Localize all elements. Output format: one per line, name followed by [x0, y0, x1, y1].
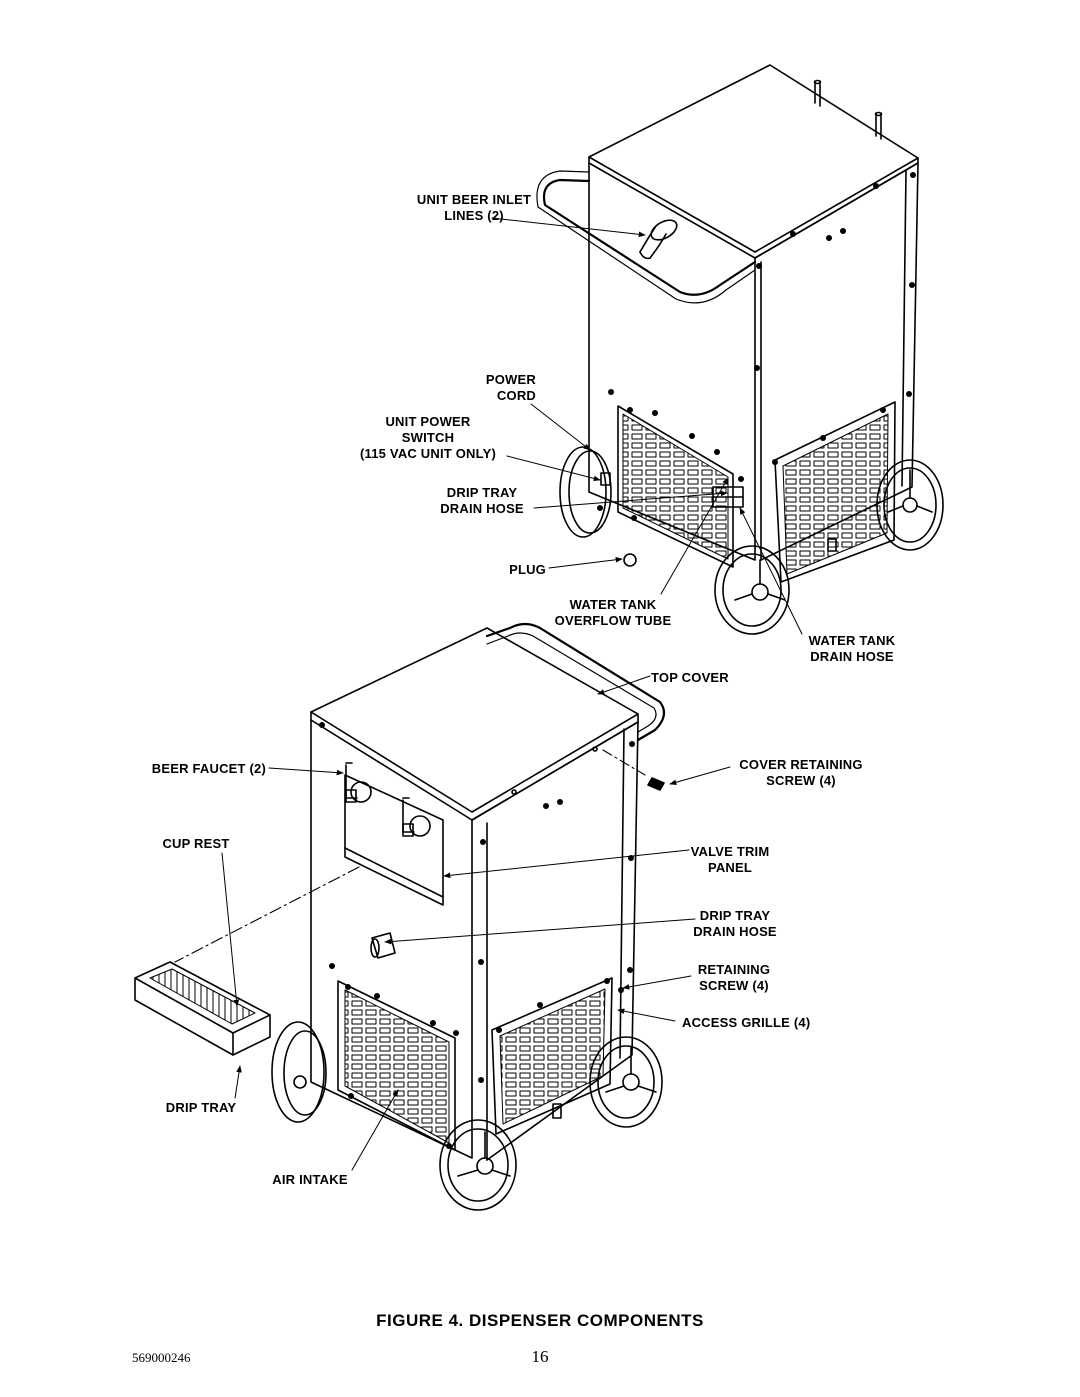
label-drip-tray-drain-hose-bottom: DRIP TRAY DRAIN HOSE [693, 908, 777, 939]
rear-access-grille [617, 405, 734, 568]
front-access-grille [337, 980, 456, 1151]
label-cup-rest: CUP REST [162, 836, 230, 851]
label-unit-power-switch: UNIT POWER SWITCH (115 VAC UNIT ONLY) [360, 414, 496, 461]
front-side-access-grille [491, 977, 613, 1135]
leader-lines [221, 217, 803, 1171]
front-top-cover [310, 627, 639, 813]
label-access-grille: ACCESS GRILLE (4) [682, 1015, 811, 1030]
faucet-left-drawing [345, 762, 372, 803]
label-water-tank-overflow-tube: WATER TANK OVERFLOW TUBE [554, 597, 672, 628]
label-water-tank-drain-hose: WATER TANK DRAIN HOSE [808, 633, 896, 664]
rear-top-cover [588, 64, 919, 253]
rear-handle [542, 178, 757, 296]
label-top-cover: TOP COVER [651, 670, 729, 685]
document-number: 569000246 [132, 1350, 191, 1365]
label-power-cord: POWER CORD [485, 372, 536, 403]
front-wheel-right [714, 545, 790, 635]
figure-title: FIGURE 4. DISPENSER COMPONENTS [376, 1311, 704, 1330]
valve-trim-panel [344, 774, 444, 906]
front-wheel-front-drawing [439, 1119, 517, 1211]
label-cover-retaining-screw: COVER RETAINING SCREW (4) [739, 757, 863, 788]
label-drip-tray-drain-hose-top: DRIP TRAY DRAIN HOSE [440, 485, 524, 516]
beer-inlet-lines-drawing [639, 219, 678, 260]
rear-view-unit [536, 64, 944, 635]
label-beer-faucet: BEER FAUCET (2) [151, 761, 266, 776]
page-number: 16 [531, 1347, 549, 1366]
label-retaining-screw: RETAINING SCREW (4) [697, 962, 771, 993]
drip-tray-drawing [134, 961, 271, 1056]
rear-wheel-left [559, 446, 612, 538]
side-access-grille [774, 401, 896, 583]
front-handle [485, 622, 666, 742]
front-face [310, 719, 473, 1159]
cover-screw-drawing [647, 777, 665, 791]
faucet-right-drawing [402, 797, 431, 837]
label-valve-trim-panel: VALVE TRIM PANEL [690, 844, 770, 875]
label-drip-tray: DRIP TRAY [165, 1100, 237, 1115]
front-side-face [471, 721, 639, 1161]
front-wheel-right-drawing [589, 1036, 663, 1128]
label-plug: PLUG [509, 562, 546, 577]
label-air-intake: AIR INTAKE [272, 1172, 348, 1187]
label-unit-beer-inlet-lines: UNIT BEER INLET LINES (2) [416, 192, 532, 223]
rear-wheel-right [876, 459, 944, 551]
front-wheel-left-drawing [271, 1021, 327, 1123]
front-view-unit [174, 622, 666, 1211]
